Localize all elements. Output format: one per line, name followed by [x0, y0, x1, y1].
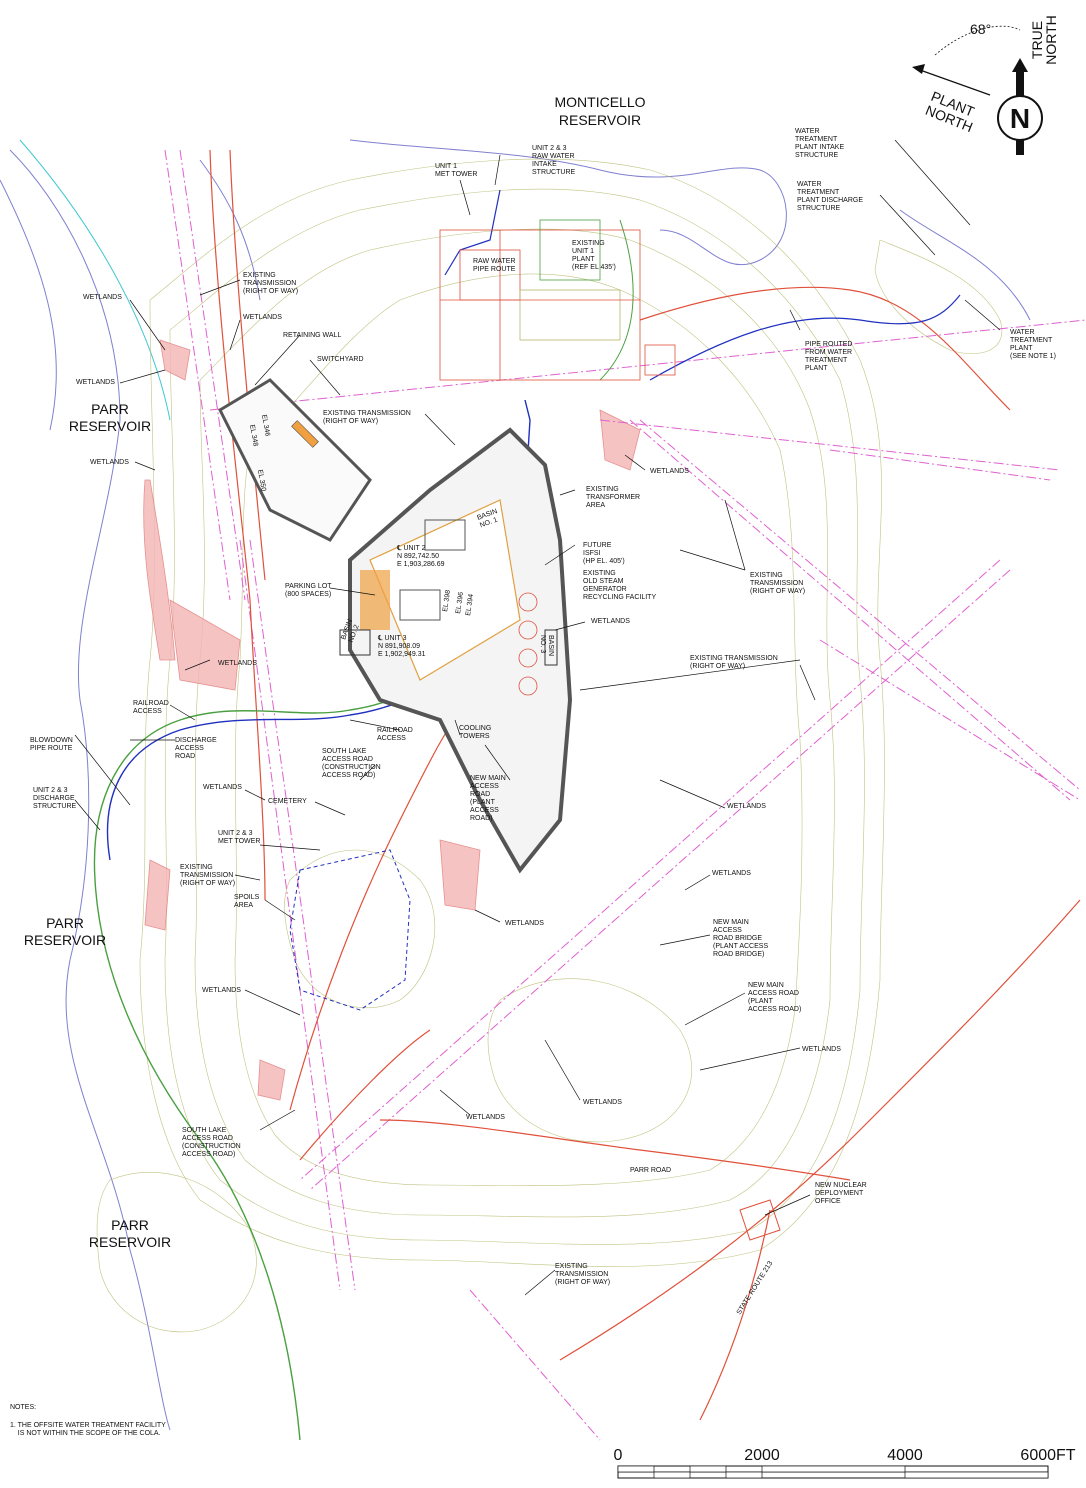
scale-tick-4000: 4000	[887, 1447, 923, 1464]
green-line	[599, 219, 634, 381]
angle-arc	[934, 25, 1021, 56]
intake-pipe	[444, 189, 501, 276]
el-346-label: EL 346	[260, 414, 271, 437]
wetlands-label-11: WETLANDS	[505, 920, 544, 927]
contours	[96, 158, 1003, 1333]
cooling-towers	[518, 592, 538, 696]
wetlands-label-9: WETLANDS	[727, 803, 766, 810]
wetlands-label-7: WETLANDS	[218, 660, 257, 667]
state-route-213-label: STATE ROUTE 213	[736, 1260, 775, 1316]
plant-north-label: PLANTNORTH	[923, 88, 981, 135]
switchyard-label: SWITCHYARD	[317, 356, 364, 363]
wetlands-label-6: WETLANDS	[591, 618, 630, 625]
nnd-office	[739, 1199, 781, 1241]
basin-3-label: BASINNO. 3	[539, 635, 554, 656]
scale-tick-0: 0	[614, 1447, 623, 1464]
wetlands-label-13: WETLANDS	[802, 1046, 841, 1053]
wetlands	[143, 339, 641, 1101]
wetlands-label-15: WETLANDS	[466, 1114, 505, 1121]
wtp-pipe	[649, 294, 961, 381]
note-1: 1. THE OFFSITE WATER TREATMENT FACILITY …	[10, 1422, 166, 1437]
existing-transmission-label-2: EXISTING TRANSMISSION(RIGHT OF WAY)	[323, 410, 411, 425]
scale-bar	[617, 1465, 1049, 1479]
scale-tick-6000: 6000FT	[1020, 1447, 1075, 1464]
scale-tick-2000: 2000	[744, 1447, 780, 1464]
plant-north-arrow	[919, 69, 991, 96]
cemetery-label: CEMETERY	[268, 798, 307, 805]
transmission-lines	[164, 149, 1086, 1441]
north-arrow	[1012, 58, 1028, 72]
wetlands-label-3: WETLANDS	[76, 379, 115, 386]
parking-lot-label: PARKING LOT(800 SPACES)	[285, 583, 332, 598]
wetlands-label-5: WETLANDS	[650, 468, 689, 475]
parr-road-label: PARR ROAD	[630, 1167, 671, 1174]
compass-letter: N	[1010, 103, 1030, 134]
switchyard-pad	[218, 378, 372, 542]
compass-angle-label: 68°	[970, 21, 991, 37]
notes-heading: NOTES:	[10, 1404, 37, 1411]
compass: N	[912, 25, 1043, 155]
wetlands-label-12: WETLANDS	[202, 987, 241, 994]
river-cyan	[19, 139, 171, 421]
existing-transmission-label-4: EXISTING TRANSMISSION(RIGHT OF WAY)	[690, 655, 778, 670]
retaining-wall-label: RETAINING WALL	[283, 332, 341, 339]
wetlands-label-10: WETLANDS	[712, 870, 751, 877]
spoils-area	[289, 849, 411, 1011]
leader-lines	[74, 139, 1001, 1296]
railroad-route	[93, 619, 501, 1441]
roads	[209, 149, 1081, 1421]
el-348-label: EL 348	[248, 424, 259, 447]
el-394-label: EL 394	[465, 593, 475, 616]
el-350-label: EL 350	[256, 469, 267, 492]
wetlands-label-8: WETLANDS	[203, 784, 242, 791]
wetlands-label-1: WETLANDS	[83, 294, 122, 301]
wetlands-label-2: WETLANDS	[243, 314, 282, 321]
el-398-label: EL 398	[442, 589, 452, 612]
existing-unit1-plant	[439, 219, 676, 381]
true-north-label: TRUENORTH	[1029, 15, 1059, 65]
wetlands-label-14: WETLANDS	[583, 1099, 622, 1106]
shoreline	[0, 139, 1031, 1431]
wetlands-label-4: WETLANDS	[90, 459, 129, 466]
new-plant-pad	[339, 427, 573, 874]
el-396-label: EL 396	[455, 591, 465, 614]
